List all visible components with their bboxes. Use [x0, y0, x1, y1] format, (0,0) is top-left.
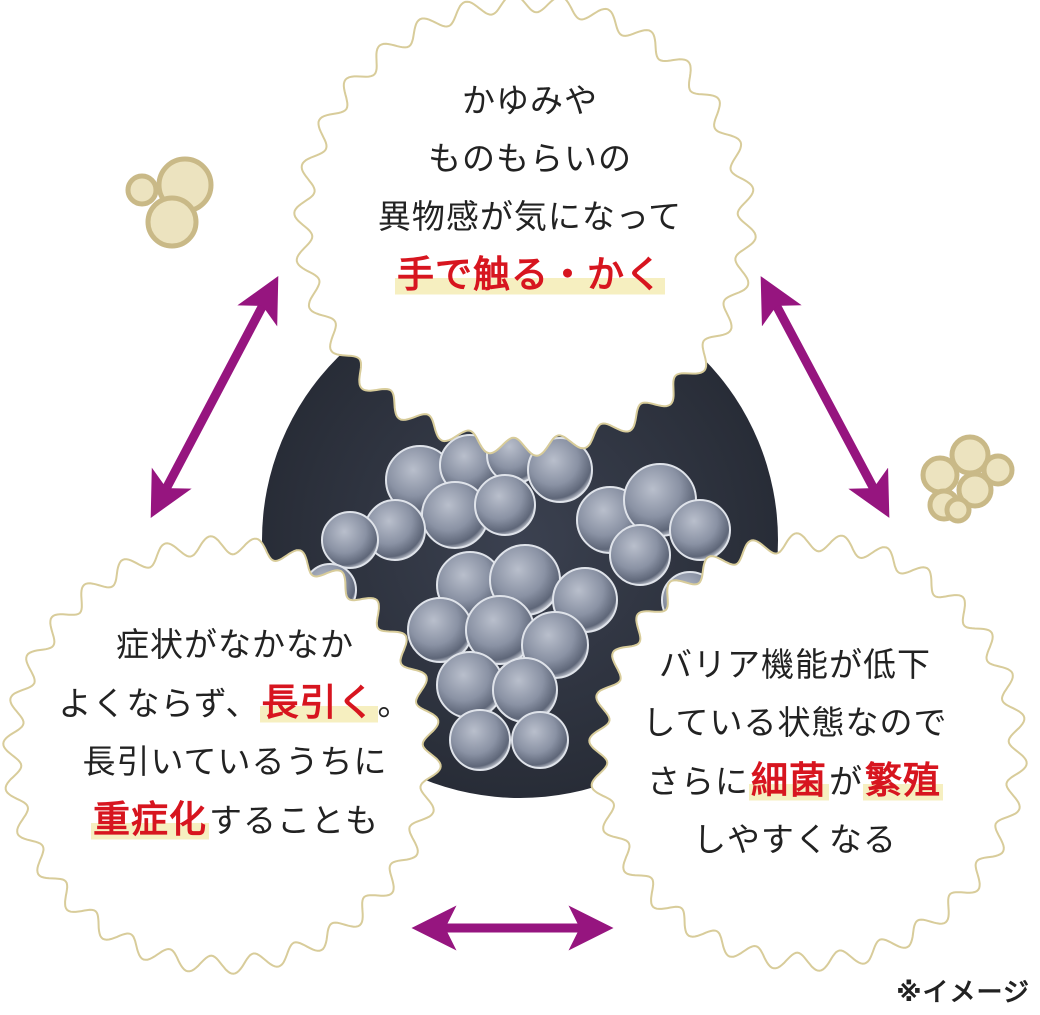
bubble-left-line-1: 症状がなかなか [116, 625, 354, 664]
bubble-left-line-4-after: することも [209, 801, 379, 840]
bubble-right-line-3-middle: が [829, 762, 863, 801]
bubble-right-line-3-before: さらに [647, 762, 749, 801]
bubble-top-line-3: 異物感が気になって [377, 197, 683, 236]
bubble-left-highlight-prolonged: 長引く [259, 681, 378, 724]
bacteria-cluster-icon-left [125, 156, 214, 249]
arrow-top-right-double-arrow-icon [760, 276, 890, 518]
bubble-right-line-4: しやすくなる [693, 820, 897, 859]
image-note: ※イメージ [896, 978, 1030, 1008]
bubble-right-highlight-multiply: 繁殖 [863, 759, 943, 802]
bacterium [669, 499, 731, 561]
bubble-left-line-2-after: 。 [377, 684, 412, 723]
bubble-top-line-1: かゆみや [462, 81, 598, 120]
bacterium [449, 709, 511, 771]
bubble-right-line-1: バリア機能が低下 [659, 645, 931, 684]
bubble-left-highlight-severe: 重症化 [91, 798, 209, 841]
bacterium [321, 511, 379, 569]
bacteria-cluster-icon-right [920, 434, 1015, 524]
bubble-left-line-2-before: よくならず、 [58, 684, 260, 723]
arrow-top-left-double-arrow-icon [150, 276, 279, 518]
bacterium [527, 437, 593, 503]
bubble-top-text: かゆみや ものもらいの 異物感が気になって 手で触る・かく [320, 72, 740, 305]
bubble-top-highlight: 手で触る・かく [395, 253, 665, 296]
bubble-top-line-2: ものもらいの [428, 139, 632, 178]
bubble-left-line-3: 長引いているうちに [82, 742, 388, 781]
bubble-right-line-2: している状態なので [642, 703, 948, 742]
bubble-left-text: 症状がなかなか よくならず、長引く。 長引いているうちに 重症化することも [35, 616, 435, 850]
bubble-right-highlight-bacteria: 細菌 [749, 759, 829, 802]
bacterium [609, 524, 671, 586]
bubble-right [588, 532, 1028, 972]
bubble-left [2, 535, 442, 975]
bacterium [474, 474, 536, 536]
bacterium [511, 711, 569, 769]
cycle-arrows [150, 276, 890, 951]
bubble-top [293, 0, 757, 457]
bubble-right-text: バリア機能が低下 している状態なので さらに細菌が繁殖 しやすくなる [600, 636, 990, 869]
